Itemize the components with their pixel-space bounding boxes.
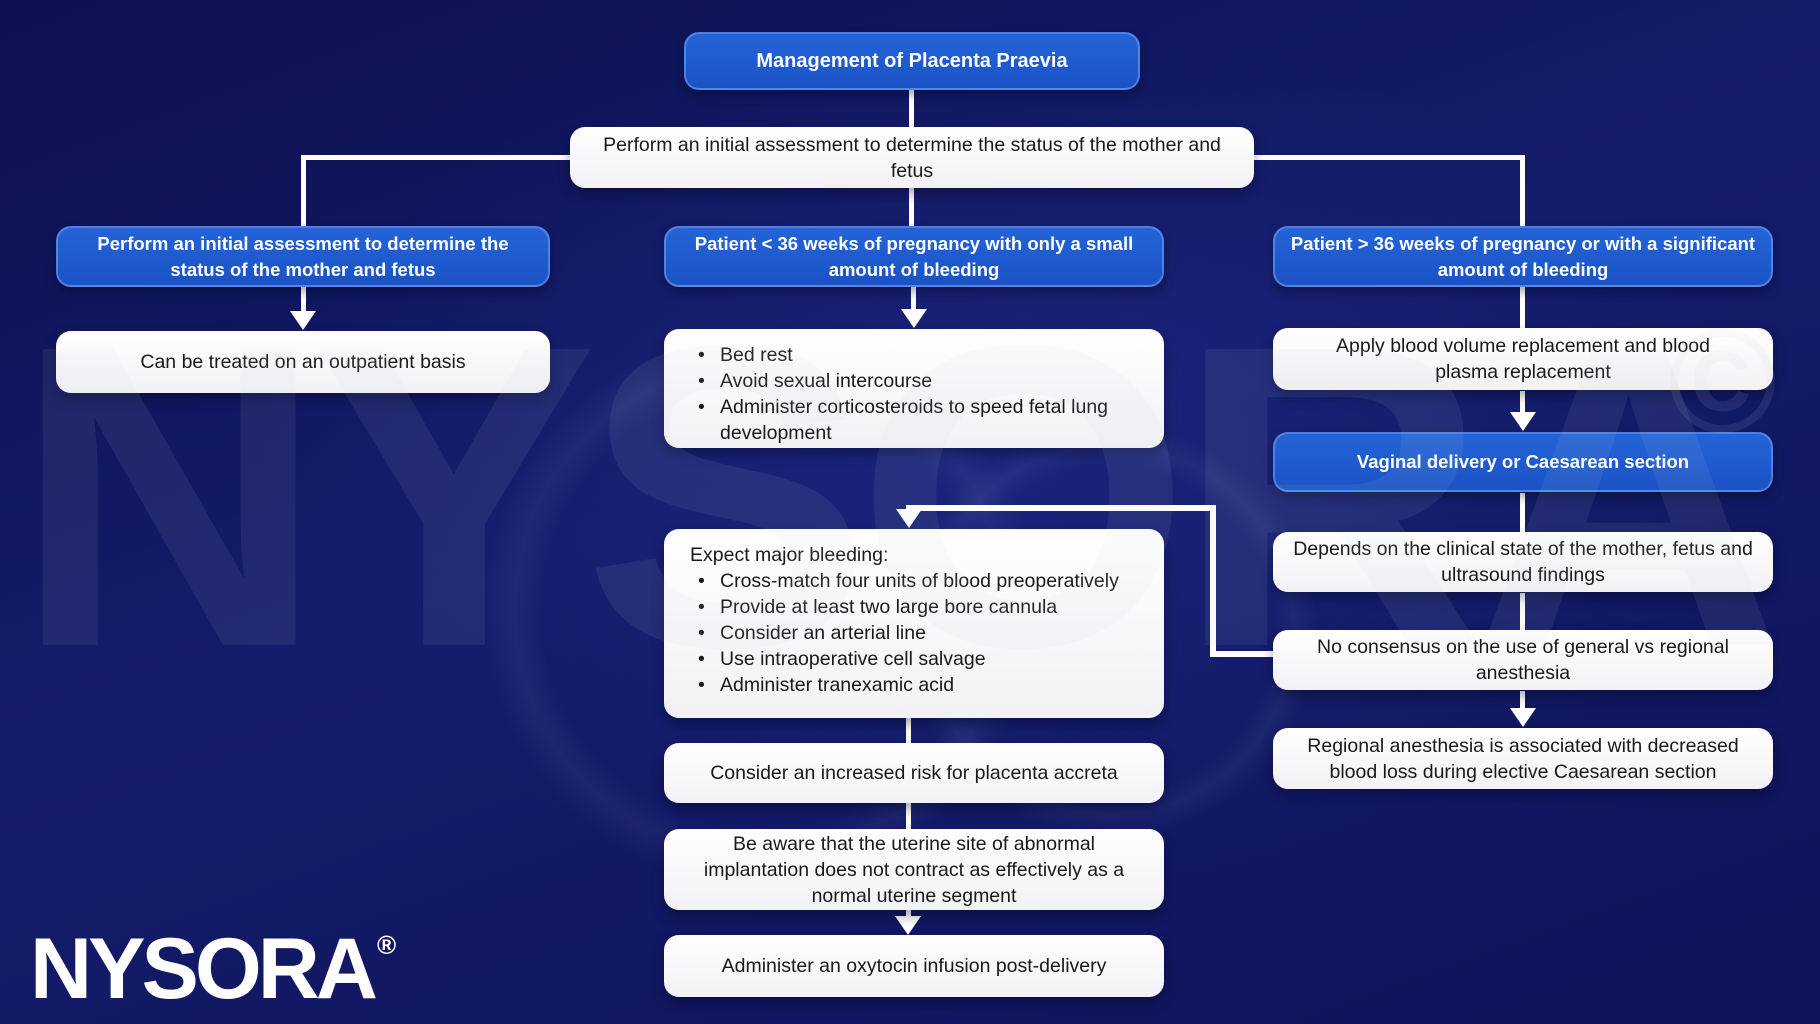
node-left-condition-label: Perform an initial assessment to determi… — [97, 232, 509, 280]
nysora-logo: NYSORA® — [30, 926, 396, 1012]
bullet-item: Administer tranexamic acid — [690, 672, 1119, 698]
node-no-consensus: No consensus on the use of general vs re… — [1273, 630, 1773, 690]
node-regional-anesthesia-label: Regional anesthesia is associated with d… — [1307, 734, 1739, 783]
connector-split-right-vertical — [1520, 155, 1525, 226]
connector-over36-to-replacement — [1520, 287, 1525, 329]
connector-implantation-to-oxytocin — [906, 910, 911, 918]
bullet-item: Use intraoperative cell salvage — [690, 646, 1119, 672]
node-delivery-mode: Vaginal delivery or Caesarean section — [1273, 432, 1773, 492]
bullet-item: Consider an arterial line — [690, 620, 1119, 646]
node-under-36-weeks-label: Patient < 36 weeks of pregnancy with onl… — [694, 232, 1134, 280]
arrowhead-delivery — [1510, 412, 1536, 431]
connector-split-left-horizontal — [301, 155, 572, 160]
node-regional-anesthesia: Regional anesthesia is associated with d… — [1273, 728, 1773, 789]
arrowhead-conservative — [901, 309, 927, 328]
node-accreta-risk-label: Consider an increased risk for placenta … — [710, 762, 1118, 784]
node-under-36-weeks: Patient < 36 weeks of pregnancy with onl… — [664, 226, 1164, 287]
flowchart-title: Management of Placenta Praevia — [684, 32, 1140, 90]
connector-delivery-to-depends — [1520, 493, 1525, 533]
node-outpatient: Can be treated on an outpatient basis — [56, 331, 550, 393]
arrowhead-expect-bleeding — [896, 509, 922, 528]
node-implantation-warning-label: Be aware that the uterine site of abnorm… — [703, 832, 1125, 907]
connector-split-right-horizontal — [1252, 155, 1525, 160]
node-blood-replacement: Apply blood volume replacement and blood… — [1273, 328, 1773, 390]
registered-trademark-icon: ® — [376, 930, 397, 960]
arrowhead-regional — [1510, 708, 1536, 727]
expect-bleeding-heading: Expect major bleeding: — [690, 544, 889, 566]
node-expect-major-bleeding: Expect major bleeding: Cross-match four … — [664, 529, 1164, 718]
conservative-bullet-list: Bed rest Avoid sexual intercourse Admini… — [690, 342, 1144, 446]
connector-elbow-vertical — [1210, 505, 1216, 657]
node-depends-clinical-state-label: Depends on the clinical state of the mot… — [1293, 538, 1753, 586]
node-left-condition: Perform an initial assessment to determi… — [56, 226, 550, 287]
connector-consensus-to-regional — [1520, 691, 1525, 710]
arrowhead-outpatient — [290, 311, 316, 330]
connector-elbow-top-horizontal — [906, 505, 1216, 511]
flowchart-title-label: Management of Placenta Praevia — [756, 50, 1068, 72]
bullet-item: Bed rest — [690, 342, 1144, 368]
arrowhead-oxytocin — [895, 916, 921, 935]
node-over-36-weeks: Patient > 36 weeks of pregnancy or with … — [1273, 226, 1773, 287]
node-implantation-warning: Be aware that the uterine site of abnorm… — [664, 829, 1164, 910]
connector-split-middle-vertical — [909, 187, 914, 227]
connector-leftbranch-to-outpatient — [301, 287, 306, 313]
node-over-36-weeks-label: Patient > 36 weeks of pregnancy or with … — [1290, 232, 1756, 280]
node-accreta-risk: Consider an increased risk for placenta … — [664, 743, 1164, 803]
expect-bleeding-bullet-list: Cross-match four units of blood preopera… — [690, 568, 1119, 698]
node-outpatient-label: Can be treated on an outpatient basis — [140, 351, 466, 373]
bullet-item: Avoid sexual intercourse — [690, 368, 1144, 394]
nysora-logo-text: NYSORA — [30, 921, 378, 1017]
node-no-consensus-label: No consensus on the use of general vs re… — [1317, 636, 1729, 684]
connector-split-left-vertical — [301, 155, 306, 226]
bullet-item: Cross-match four units of blood preopera… — [690, 568, 1119, 594]
connector-elbow-bottom-horizontal — [1210, 651, 1274, 657]
connector-replacement-to-delivery — [1520, 391, 1525, 414]
node-conservative-management: Bed rest Avoid sexual intercourse Admini… — [664, 329, 1164, 448]
node-depends-clinical-state: Depends on the clinical state of the mot… — [1273, 532, 1773, 592]
connector-under36-to-conservative — [911, 287, 916, 311]
connector-expect-to-accreta — [906, 718, 911, 743]
node-delivery-mode-label: Vaginal delivery or Caesarean section — [1356, 451, 1690, 472]
bullet-item: Provide at least two large bore cannula — [690, 594, 1119, 620]
node-initial-assessment-label: Perform an initial assessment to determi… — [603, 133, 1221, 182]
connector-depends-to-consensus — [1520, 593, 1525, 631]
node-blood-replacement-label: Apply blood volume replacement and blood… — [1336, 335, 1710, 383]
connector-accreta-to-implantation — [906, 802, 911, 829]
expect-bleeding-content: Expect major bleeding: Cross-match four … — [690, 542, 1119, 698]
node-initial-assessment: Perform an initial assessment to determi… — [570, 127, 1254, 188]
node-oxytocin-label: Administer an oxytocin infusion post-del… — [721, 955, 1107, 977]
bullet-item: Administer corticosteroids to speed feta… — [690, 394, 1144, 446]
node-oxytocin: Administer an oxytocin infusion post-del… — [664, 935, 1164, 997]
connector-title-to-initial — [909, 90, 914, 128]
